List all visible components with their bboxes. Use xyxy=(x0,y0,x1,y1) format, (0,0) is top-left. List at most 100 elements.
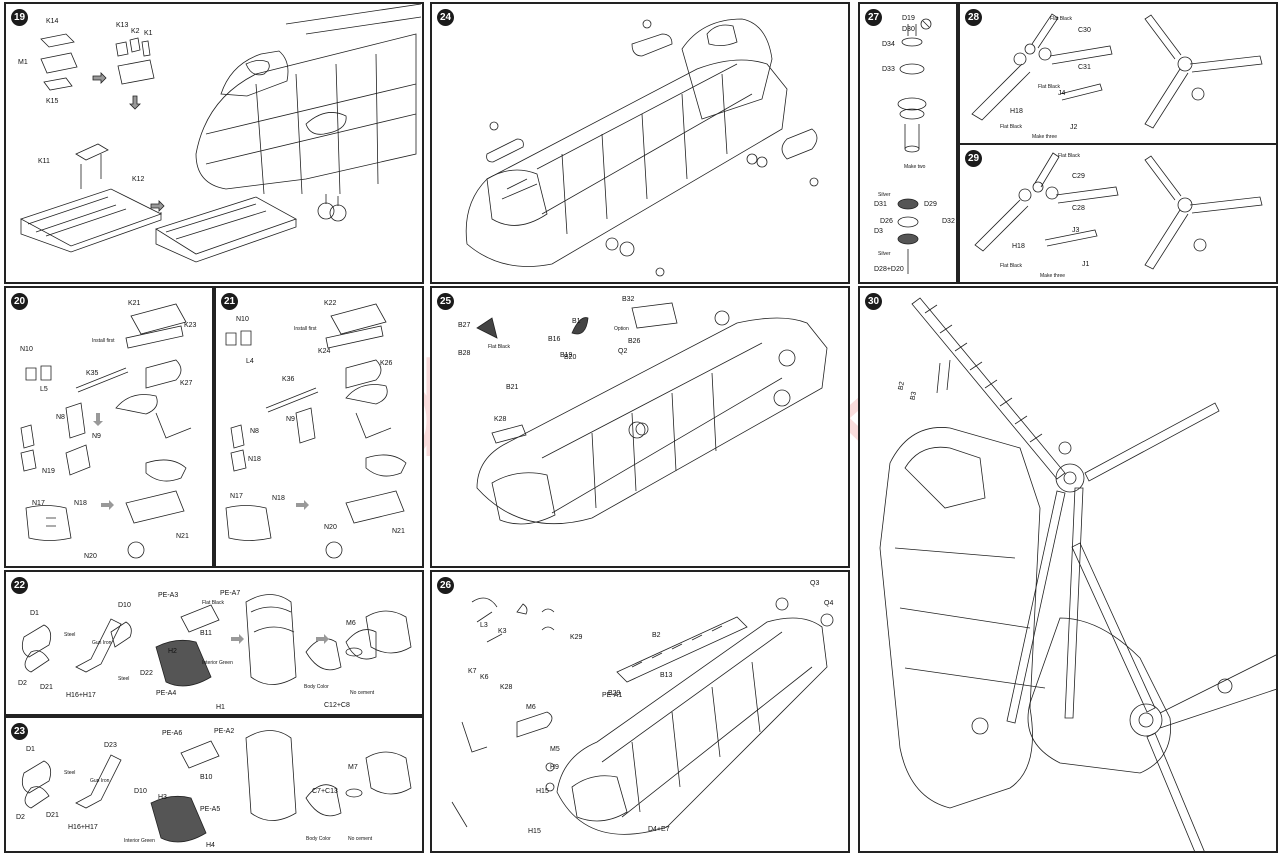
paint-note: Silver xyxy=(878,251,891,257)
part-label: N9 xyxy=(286,416,295,423)
paint-note: Make three xyxy=(1040,273,1066,279)
part-label: N18 xyxy=(74,500,87,507)
paint-note: Gun Iron xyxy=(90,778,110,784)
part-label: M6 xyxy=(346,620,356,627)
step-24-panel: 24 xyxy=(430,2,850,284)
step-number: 19 xyxy=(11,9,28,26)
paint-note: Body Color xyxy=(304,684,329,690)
part-label: D2 xyxy=(16,814,25,821)
step-19-panel: 19 xyxy=(4,2,424,284)
step-number: 20 xyxy=(11,293,28,310)
step-19-drawing xyxy=(6,4,424,284)
part-label: L3 xyxy=(480,622,488,629)
step-number: 30 xyxy=(865,293,882,310)
part-label: Q2 xyxy=(618,348,628,355)
install-note: Install first xyxy=(92,338,115,344)
part-label: B28 xyxy=(458,350,471,357)
part-label: B2 xyxy=(652,632,661,639)
step-number: 29 xyxy=(965,150,982,167)
part-label: B3 xyxy=(909,391,918,401)
part-label: B1 xyxy=(572,318,581,325)
part-label: PE-A3 xyxy=(158,592,179,599)
paint-note: Flat Black xyxy=(1058,153,1080,159)
part-label: Q3 xyxy=(810,580,820,587)
part-label: D31 xyxy=(874,201,887,208)
paint-note: Flat Black xyxy=(1000,263,1022,269)
step-number: 23 xyxy=(11,723,28,740)
part-label: K28 xyxy=(500,684,513,691)
part-label: K36 xyxy=(282,376,295,383)
part-label: D21 xyxy=(46,812,59,819)
paint-note: Flat Black xyxy=(488,344,510,350)
part-label: K14 xyxy=(46,18,59,25)
part-label: H3 xyxy=(158,794,167,801)
part-label: H1 xyxy=(216,704,225,711)
part-label: K1 xyxy=(144,30,153,37)
part-label: C28 xyxy=(1072,205,1085,212)
paint-note: Flat Black xyxy=(202,600,224,606)
paint-note: No cement xyxy=(348,836,373,842)
part-label: K7 xyxy=(468,668,477,675)
step-26-drawing xyxy=(432,572,850,853)
part-label: N9 xyxy=(92,433,101,440)
step-20-panel: 20 K21 K23 Install first N10 L5 K35 N9 K… xyxy=(4,286,214,568)
part-label: N20 xyxy=(324,524,337,531)
part-label: D28+D20 xyxy=(874,266,904,273)
part-label: D21 xyxy=(40,684,53,691)
part-label: D1 xyxy=(26,746,35,753)
part-label: K26 xyxy=(380,360,393,367)
part-label: M7 xyxy=(348,764,358,771)
step-number: 21 xyxy=(221,293,238,310)
part-label: C7+C13 xyxy=(312,788,338,795)
step-27-drawing xyxy=(860,4,958,284)
part-label: D32 xyxy=(942,218,955,225)
part-label: D30 xyxy=(902,26,915,33)
step-22-panel: 22 D1 D2 D21 H16+H17 D10 PE-A3 PE-A7 B11… xyxy=(4,570,424,716)
paint-note: No cement xyxy=(350,690,375,696)
step-30-drawing xyxy=(860,288,1278,853)
part-label: D19 xyxy=(902,15,915,22)
part-label: D26 xyxy=(880,218,893,225)
part-label: H18 xyxy=(1010,108,1023,115)
part-label: PE-A7 xyxy=(220,590,241,597)
step-23-panel: 23 D1 D2 D21 H16+H17 D23 PE-A6 PE-A2 D10… xyxy=(4,716,424,853)
part-label: N8 xyxy=(56,414,65,421)
part-label: PE-A5 xyxy=(200,806,221,813)
part-label: N18 xyxy=(272,495,285,502)
part-label: D10 xyxy=(134,788,147,795)
part-label: B20 xyxy=(564,354,577,361)
part-label: L4 xyxy=(246,358,254,365)
part-label: B2 xyxy=(897,381,906,391)
part-label: N10 xyxy=(236,316,249,323)
part-label: PE-A2 xyxy=(214,728,235,735)
part-label: K6 xyxy=(480,674,489,681)
part-label: Q4 xyxy=(824,600,834,607)
step-26-panel: 26 L3 K3 K29 K7 K6 K28 M6 M5 H9 H15 B2 B… xyxy=(430,570,850,853)
paint-note: Interior Green xyxy=(202,660,233,666)
part-label: J2 xyxy=(1070,124,1078,131)
paint-note: Gun Iron xyxy=(92,640,112,646)
paint-note: Silver xyxy=(878,192,891,198)
part-label: K35 xyxy=(86,370,99,377)
part-label: K22 xyxy=(324,300,337,307)
part-label: B26 xyxy=(628,338,641,345)
step-25-panel: 25 B32 B27 B28 Flat Black B1 B21 B19 B20… xyxy=(430,286,850,568)
part-label: C12+C8 xyxy=(324,702,350,709)
paint-note: Make three xyxy=(1032,134,1058,140)
part-label: B32 xyxy=(622,296,635,303)
part-label: J1 xyxy=(1082,261,1090,268)
part-label: C30 xyxy=(1078,27,1091,34)
step-28-drawing xyxy=(960,4,1278,145)
step-30-panel: 30 B2 B3 xyxy=(858,286,1278,853)
part-label: N21 xyxy=(176,533,189,540)
part-label: K28 xyxy=(494,416,507,423)
step-25-drawing xyxy=(432,288,850,568)
step-22-drawing xyxy=(6,572,424,716)
part-label: PE-A4 xyxy=(156,690,177,697)
paint-note: Option xyxy=(614,326,629,332)
part-label: J4 xyxy=(1058,90,1066,97)
part-label: K29 xyxy=(570,634,583,641)
part-label: C29 xyxy=(1072,173,1085,180)
part-label: K2 xyxy=(131,28,140,35)
part-label: K24 xyxy=(318,348,331,355)
